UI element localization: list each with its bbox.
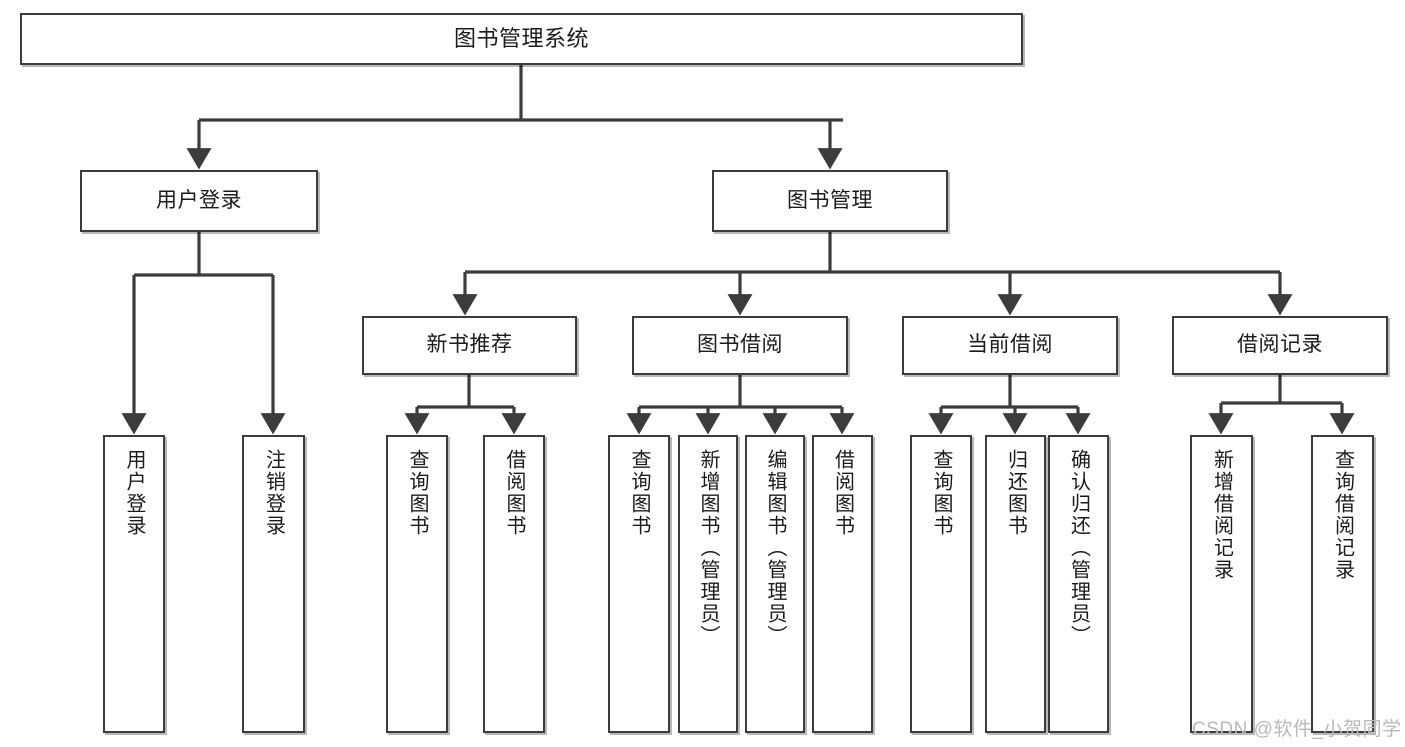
node-label: 用户登录 <box>156 188 242 212</box>
node-new-book-recommend[interactable]: 新书推荐 <box>362 316 577 375</box>
node-label: 借阅记录 <box>1237 333 1323 357</box>
node-label: 借阅图书 <box>503 449 525 537</box>
csdn-watermark: CSDN @软件_小贺同学 <box>1192 719 1402 740</box>
node-leaf-borrow-book-1[interactable]: 借阅图书 <box>483 435 545 733</box>
node-current-borrow[interactable]: 当前借阅 <box>902 316 1118 375</box>
node-leaf-add-borrow-record[interactable]: 新增借阅记录 <box>1190 435 1253 733</box>
node-leaf-borrow-book-2[interactable]: 借阅图书 <box>812 435 873 733</box>
node-label: 图书借阅 <box>697 333 783 357</box>
node-label: 编辑图书（管理员） <box>764 449 786 647</box>
node-label: 当前借阅 <box>967 333 1053 357</box>
node-book-manage[interactable]: 图书管理 <box>712 170 948 232</box>
node-leaf-return-book[interactable]: 归还图书 <box>985 435 1046 733</box>
node-label: 归还图书 <box>1004 449 1027 537</box>
node-label: 新书推荐 <box>426 333 513 357</box>
node-label: 注销登录 <box>262 449 285 537</box>
node-label: 图书管理系统 <box>453 26 589 52</box>
node-book-borrow[interactable]: 图书借阅 <box>632 316 848 375</box>
node-label: 查询借阅记录 <box>1331 449 1354 581</box>
node-label: 用户登录 <box>123 449 145 537</box>
node-borrow-record[interactable]: 借阅记录 <box>1172 316 1388 375</box>
node-leaf-user-login[interactable]: 用户登录 <box>103 435 165 733</box>
node-leaf-query-book-1[interactable]: 查询图书 <box>386 435 448 733</box>
node-leaf-query-book-2[interactable]: 查询图书 <box>608 435 670 733</box>
node-leaf-logout[interactable]: 注销登录 <box>242 435 305 733</box>
node-label: 查询图书 <box>628 449 650 537</box>
node-label: 借阅图书 <box>831 449 854 537</box>
node-leaf-query-book-3[interactable]: 查询图书 <box>910 435 972 733</box>
node-user-login[interactable]: 用户登录 <box>80 170 318 232</box>
node-book-management-system[interactable]: 图书管理系统 <box>20 13 1023 65</box>
node-label: 新增借阅记录 <box>1210 449 1233 581</box>
node-label: 图书管理 <box>787 188 873 212</box>
node-leaf-confirm-return[interactable]: 确认归还（管理员） <box>1048 435 1109 733</box>
node-label: 新增图书（管理员） <box>697 449 719 647</box>
node-leaf-edit-book[interactable]: 编辑图书（管理员） <box>745 435 805 733</box>
node-label: 查询图书 <box>930 449 952 537</box>
node-leaf-query-borrow-record[interactable]: 查询借阅记录 <box>1311 435 1374 733</box>
node-label: 查询图书 <box>406 449 428 537</box>
node-leaf-add-book[interactable]: 新增图书（管理员） <box>678 435 738 733</box>
node-label: 确认归还（管理员） <box>1067 449 1090 647</box>
